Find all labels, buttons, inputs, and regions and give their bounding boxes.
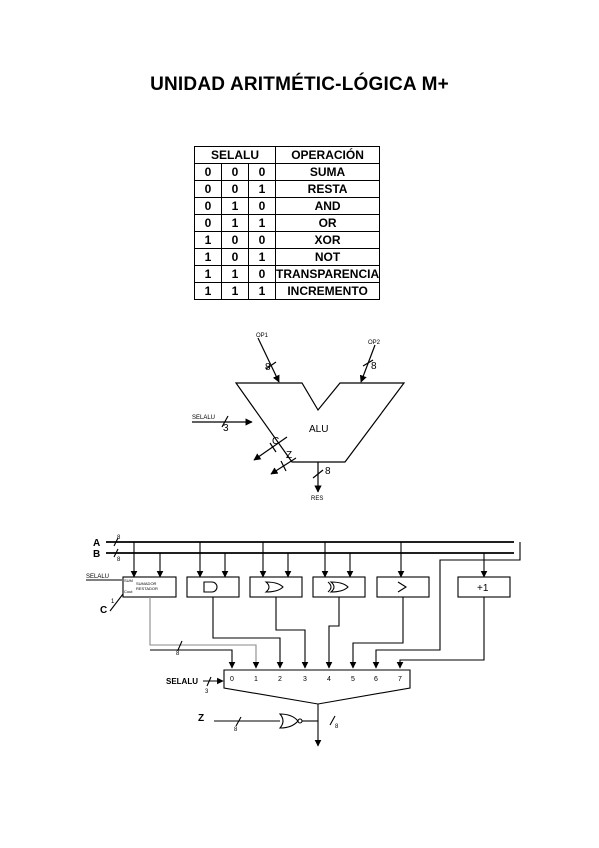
operation-cell: AND — [274, 197, 381, 215]
op2-label: OP2 — [368, 340, 381, 346]
c-wire — [253, 436, 288, 461]
xor-block — [312, 576, 366, 598]
z-slash — [235, 716, 242, 727]
table-row: 1 0 0 XOR — [194, 231, 381, 249]
selalu-width-label: 3 — [223, 423, 229, 434]
op1-width-label: 8 — [265, 362, 271, 373]
mux-sel-width: 3 — [205, 689, 209, 695]
operation-cell: INCREMENTO — [274, 282, 381, 300]
c-label: C — [272, 436, 279, 447]
inc-out-wire — [396, 597, 485, 669]
bus-width-label: 8 — [176, 651, 180, 657]
header-operacion: OPERACIÓN — [274, 146, 381, 164]
alu-shape — [234, 382, 406, 463]
mux-input-6: 6 — [374, 676, 378, 683]
res-width-slash — [312, 469, 324, 479]
alu-symbol — [192, 337, 406, 493]
adder-line2: RESTADOR — [136, 586, 158, 591]
table-header-row: SELALU OPERACIÓN — [194, 146, 381, 164]
mux-input-1: 1 — [254, 676, 258, 683]
mux-input-2: 2 — [278, 676, 282, 683]
or-block — [249, 576, 303, 598]
adder-pin2: Cout — [124, 589, 133, 594]
table-row: 1 0 1 NOT — [194, 248, 381, 266]
nor-gate-icon — [278, 713, 299, 729]
and-gate-icon — [203, 581, 218, 593]
adder-line1: SUMADOR — [136, 581, 157, 586]
or-gate-icon — [264, 581, 284, 593]
circuit — [86, 537, 521, 747]
mux-sel-label: SELALU — [166, 677, 198, 686]
c-in-label: C — [100, 605, 107, 616]
selalu-truth-table: SELALU OPERACIÓN 0 0 0 SUMA 0 0 1 RESTA … — [194, 146, 381, 300]
alu-labels: OP1 OP2 8 8 SELALU 3 ALU C Z 8 RES — [192, 333, 381, 502]
c-in-width: 1 — [111, 599, 115, 605]
not-gate-icon — [397, 581, 408, 593]
selalu-label: SELALU — [192, 415, 215, 421]
res-width-label: 8 — [325, 466, 331, 477]
out-slash — [329, 715, 336, 726]
operation-cell: TRANSPARENCIA — [274, 265, 381, 283]
table-row: 0 1 0 AND — [194, 197, 381, 215]
res-label: RES — [311, 496, 323, 502]
mux-input-7: 7 — [398, 676, 402, 683]
bus-a-slash — [113, 537, 119, 547]
bit-cell: 1 — [248, 282, 276, 300]
adder-bus-slash — [177, 640, 183, 651]
or-out-wire — [275, 597, 309, 669]
xor-gate-icon — [327, 581, 349, 593]
op1-label: OP1 — [256, 333, 269, 339]
mux-input-0: 0 — [230, 676, 234, 683]
operation-cell: XOR — [274, 231, 381, 249]
bit-cell: 1 — [194, 282, 222, 300]
selalu-width-slash — [221, 415, 229, 428]
z-out-label: Z — [198, 713, 204, 724]
bus-b-label: B — [93, 549, 100, 560]
c-adder-wire — [109, 593, 124, 612]
op1-wire — [257, 337, 280, 383]
inc-label: +1 — [477, 583, 489, 594]
z-out-width: 8 — [234, 727, 238, 733]
mux — [223, 669, 411, 705]
xor-out-wire — [325, 597, 340, 669]
selalu-in-label: SELALU — [86, 574, 109, 580]
alu-label: ALU — [309, 424, 328, 435]
mux-input-5: 5 — [351, 676, 355, 683]
bus-a-width: 8 — [117, 535, 121, 541]
mux-input-3: 3 — [303, 676, 307, 683]
op1-width-slash — [265, 361, 277, 370]
not-block — [376, 576, 430, 598]
and-block — [186, 576, 240, 598]
a-transparent-wire — [372, 542, 521, 669]
c-slash — [269, 442, 277, 453]
table-row: 1 1 1 INCREMENTO — [194, 282, 381, 300]
table-row: 0 1 1 OR — [194, 214, 381, 232]
adder-pin1: SUM — [124, 578, 133, 583]
page-title: UNIDAD ARITMÉTIC-LÓGICA M+ — [150, 74, 449, 95]
mux-sel-slash — [206, 676, 212, 687]
op2-width-slash — [362, 359, 374, 367]
mux-input-4: 4 — [327, 676, 331, 683]
bus-b-width: 8 — [117, 557, 121, 563]
z-label: Z — [286, 450, 292, 461]
out-width-label: 8 — [335, 724, 339, 730]
sum-in0-wire — [150, 649, 236, 669]
and-out-wire — [212, 597, 284, 669]
bus-b-slash — [113, 548, 119, 558]
adder-out-wire — [149, 597, 260, 669]
bus-a-label: A — [93, 538, 100, 549]
circuit-labels: A B 8 8 SELALU C 1 SUMADOR RESTADOR SUM … — [86, 535, 489, 733]
operation-cell: NOT — [274, 248, 381, 266]
operation-cell: OR — [274, 214, 381, 232]
op2-width-label: 8 — [371, 361, 377, 372]
z-slash — [280, 460, 287, 472]
not-out-wire — [349, 597, 404, 669]
